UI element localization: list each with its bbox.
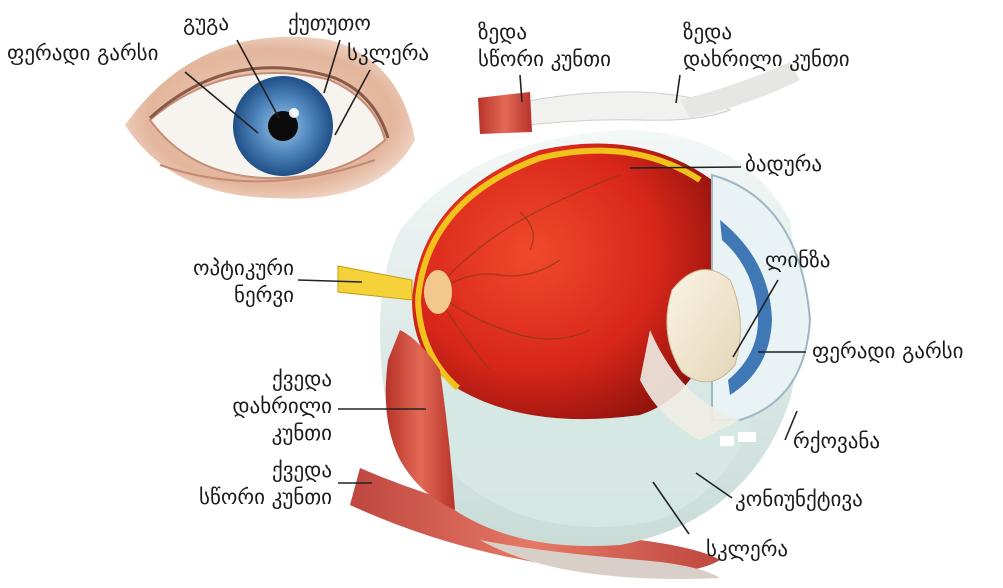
superior-rectus-muscle	[478, 92, 532, 134]
label-cornea: რქოვანა	[793, 428, 880, 455]
label-lens-text: ლინზა	[765, 247, 830, 274]
label-superior-oblique: ზედა დახრილი კუნთი	[683, 19, 850, 73]
label-eye-iris-text: ფერადი გარსი	[7, 40, 159, 67]
label-inferior-oblique-line2: დახრილი	[160, 393, 332, 420]
label-retina: ბადურა	[745, 151, 822, 178]
label-eye-iris: ფერადი გარსი	[7, 40, 159, 67]
leader-retina	[630, 167, 741, 168]
label-eye-sclera-text: სკლერა	[347, 40, 429, 67]
label-inferior-rectus-line2: სწორი კუნთი	[140, 484, 332, 511]
label-inferior-oblique: ქვედა დახრილი კუნთი	[160, 366, 332, 447]
lens-shape	[667, 270, 741, 382]
label-inferior-oblique-line3: კუნთი	[160, 420, 332, 447]
optic-disc	[424, 270, 452, 314]
label-optic-nerve-line2: ნერვი	[150, 282, 294, 309]
label-conjunctiva-text: კონიუნქტივა	[735, 486, 863, 513]
label-eye-pupil-text: გუგა	[183, 10, 229, 37]
label-conjunctiva: კონიუნქტივა	[735, 486, 863, 513]
label-superior-rectus-line1: ზედა	[478, 19, 611, 46]
label-optic-nerve-line1: ოპტიკური	[150, 255, 294, 282]
label-optic-nerve: ოპტიკური ნერვი	[150, 255, 294, 309]
label-superior-oblique-line1: ზედა	[683, 19, 850, 46]
label-inferior-rectus-line1: ქვედა	[140, 457, 332, 484]
label-sclera: სკლერა	[706, 536, 788, 563]
label-eye-sclera: სკლერა	[347, 40, 429, 67]
label-iris: ფერადი გარსი	[812, 338, 964, 365]
label-superior-oblique-line2: დახრილი კუნთი	[683, 46, 850, 73]
label-inferior-rectus: ქვედა სწორი კუნთი	[140, 457, 332, 511]
label-sclera-text: სკლერა	[706, 536, 788, 563]
label-retina-text: ბადურა	[745, 151, 822, 178]
label-cornea-text: რქოვანა	[793, 428, 880, 455]
label-eye-pupil: გუგა	[183, 10, 229, 37]
label-superior-rectus: ზედა სწორი კუნთი	[478, 19, 611, 73]
label-superior-rectus-line2: სწორი კუნთი	[478, 46, 611, 73]
label-iris-text: ფერადი გარსი	[812, 338, 964, 365]
label-inferior-oblique-line1: ქვედა	[160, 366, 332, 393]
label-eye-eyelid: ქუთუთო	[288, 10, 371, 37]
label-eye-eyelid-text: ქუთუთო	[288, 10, 371, 37]
label-lens: ლინზა	[765, 247, 830, 274]
